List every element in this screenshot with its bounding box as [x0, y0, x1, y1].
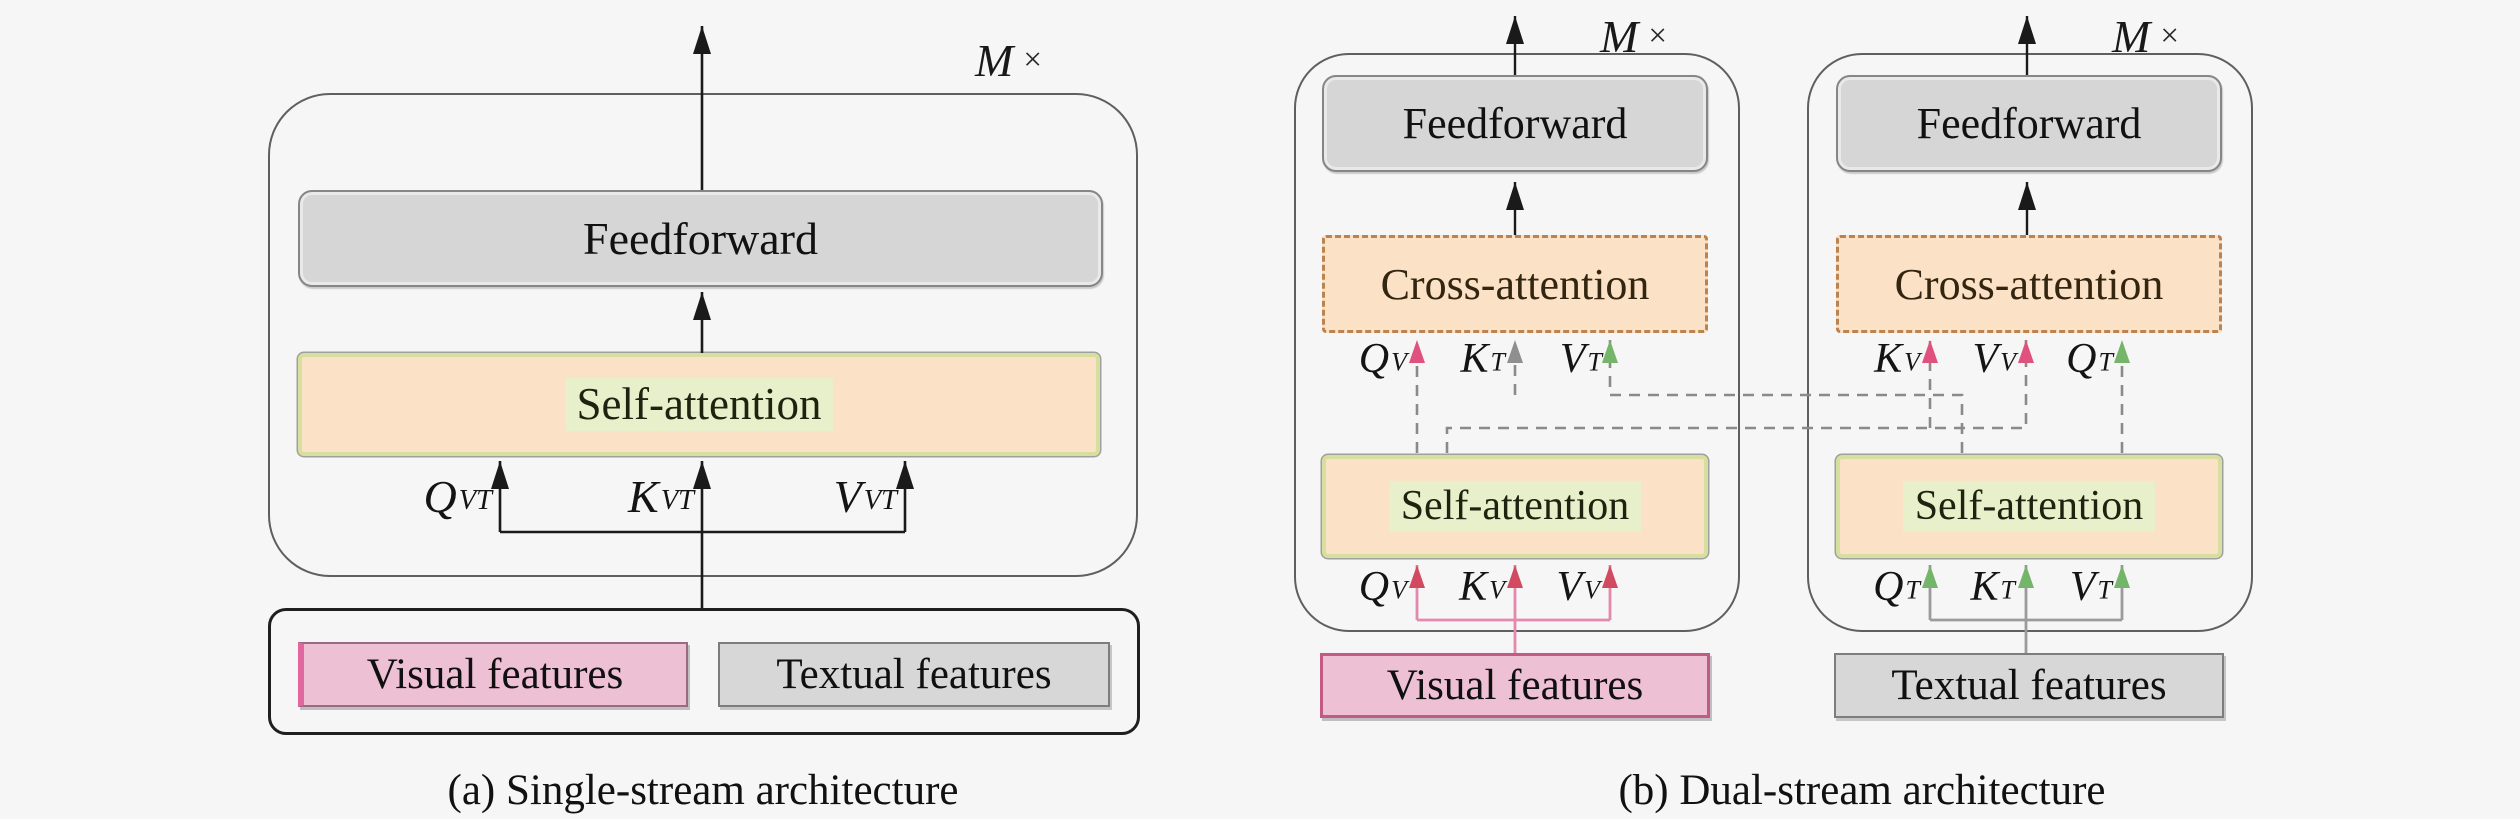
cross-attention-block-visual: Cross-attention	[1322, 235, 1708, 333]
feedforward-label: Feedforward	[582, 213, 818, 264]
visual-features-box-a: Visual features	[298, 642, 688, 707]
feedforward-label: Feedforward	[1402, 99, 1628, 148]
textual-features-label: Textual features	[1891, 662, 2167, 709]
visual-features-label: Visual features	[1386, 662, 1644, 709]
self-attention-label: Self-attention	[1902, 481, 2156, 532]
repeat-count-label-a: M×	[975, 34, 1042, 87]
feedforward-block-a: Feedforward	[298, 190, 1103, 287]
cross-attention-label: Cross-attention	[1380, 259, 1650, 309]
caption-single-stream: (a) Single-stream architecture	[447, 767, 959, 814]
textual-features-box-b: Textual features	[1834, 653, 2224, 718]
times-symbol: ×	[1023, 42, 1042, 78]
self-attention-block-textual: Self-attention	[1836, 455, 2222, 558]
times-symbol: ×	[2160, 18, 2179, 54]
textual-features-box-a: Textual features	[718, 642, 1110, 707]
feedforward-block-textual: Feedforward	[1836, 75, 2222, 172]
visual-features-box-b: Visual features	[1320, 653, 1710, 718]
m-symbol: M	[975, 35, 1014, 86]
caption-dual-stream: (b) Dual-stream architecture	[1618, 767, 2106, 814]
feedforward-block-visual: Feedforward	[1322, 75, 1708, 172]
self-attention-label: Self-attention	[564, 377, 834, 432]
cross-attention-block-textual: Cross-attention	[1836, 235, 2222, 333]
textual-features-label: Textual features	[776, 651, 1052, 698]
feedforward-label: Feedforward	[1916, 99, 2142, 148]
self-attention-block-visual: Self-attention	[1322, 455, 1708, 558]
self-attention-block-a: Self-attention	[298, 353, 1100, 456]
cross-attention-label: Cross-attention	[1894, 259, 2164, 309]
visual-features-label: Visual features	[366, 651, 624, 698]
self-attention-label: Self-attention	[1388, 481, 1642, 532]
times-symbol: ×	[1648, 18, 1667, 54]
